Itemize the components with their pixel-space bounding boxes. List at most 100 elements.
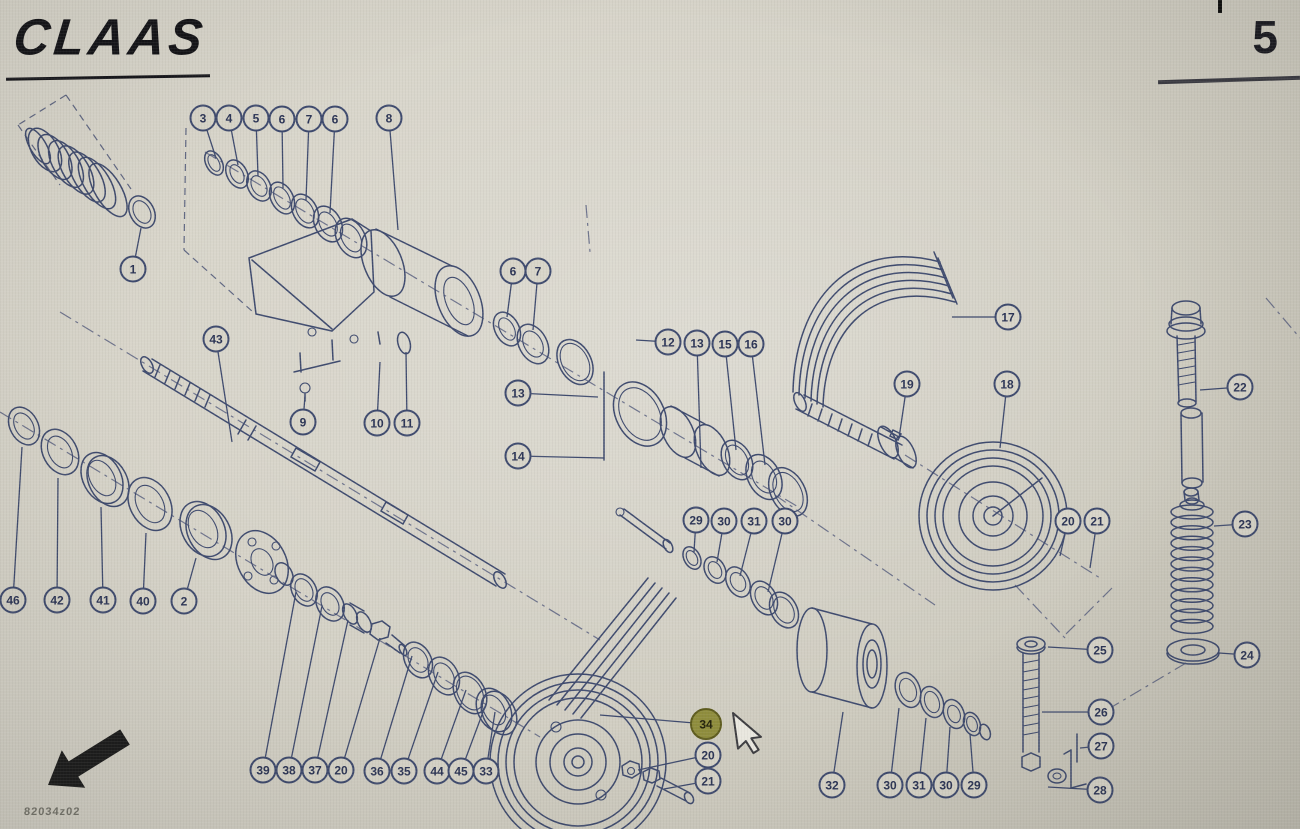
- callout-31[interactable]: 31: [739, 507, 768, 577]
- callout-22[interactable]: 22: [1199, 373, 1254, 401]
- callout-43[interactable]: 43: [202, 325, 233, 443]
- svg-text:7: 7: [306, 113, 313, 127]
- svg-text:14: 14: [511, 450, 525, 464]
- callout-30[interactable]: 30: [767, 507, 799, 593]
- callout-40[interactable]: 40: [129, 532, 157, 615]
- callout-33[interactable]: 33: [472, 711, 500, 785]
- svg-text:26: 26: [1094, 706, 1108, 720]
- callout-21[interactable]: 21: [1083, 507, 1111, 569]
- svg-text:29: 29: [967, 779, 981, 793]
- callout-35[interactable]: 35: [390, 671, 439, 785]
- svg-text:4: 4: [226, 112, 233, 126]
- svg-text:21: 21: [701, 775, 715, 789]
- callout-29[interactable]: 29: [682, 506, 710, 553]
- callout-20[interactable]: 20: [1054, 507, 1082, 557]
- callout-8[interactable]: 8: [375, 104, 403, 231]
- svg-text:9: 9: [300, 416, 307, 430]
- svg-text:3: 3: [200, 112, 207, 126]
- callout-17[interactable]: 17: [952, 303, 1022, 331]
- svg-text:1: 1: [130, 263, 137, 277]
- svg-text:30: 30: [883, 779, 897, 793]
- svg-text:7: 7: [535, 265, 542, 279]
- callout-27[interactable]: 27: [1079, 732, 1115, 760]
- callout-30[interactable]: 30: [710, 507, 738, 563]
- svg-text:6: 6: [332, 113, 339, 127]
- svg-text:46: 46: [6, 594, 20, 608]
- callout-6[interactable]: 6: [268, 105, 296, 189]
- callout-32[interactable]: 32: [818, 711, 846, 799]
- photo-edge-mark: [1218, 0, 1222, 13]
- callout-1[interactable]: 1: [119, 227, 147, 283]
- mouse-cursor-icon: [732, 712, 763, 755]
- callout-2[interactable]: 2: [170, 557, 198, 615]
- svg-text:42: 42: [50, 594, 64, 608]
- callout-46[interactable]: 46: [0, 446, 27, 614]
- svg-text:6: 6: [279, 113, 286, 127]
- svg-text:31: 31: [747, 515, 761, 529]
- callout-31[interactable]: 31: [905, 717, 933, 799]
- callout-14[interactable]: 14: [504, 442, 605, 470]
- callout-23[interactable]: 23: [1213, 510, 1259, 538]
- callout-7[interactable]: 7: [295, 105, 323, 201]
- callout-34[interactable]: 34: [599, 708, 722, 740]
- callout-5[interactable]: 5: [242, 104, 270, 177]
- callout-13[interactable]: 13: [683, 329, 711, 469]
- callout-19[interactable]: 19: [893, 370, 921, 439]
- svg-text:23: 23: [1238, 518, 1252, 532]
- svg-text:39: 39: [256, 764, 270, 778]
- callout-28[interactable]: 28: [1047, 776, 1114, 804]
- page-number: 5: [1252, 11, 1278, 63]
- callout-18[interactable]: 18: [993, 370, 1021, 449]
- svg-text:18: 18: [1000, 378, 1014, 392]
- callout-42[interactable]: 42: [43, 477, 71, 614]
- svg-text:44: 44: [430, 765, 444, 779]
- callout-6[interactable]: 6: [499, 257, 527, 318]
- callout-26[interactable]: 26: [1042, 698, 1115, 726]
- callout-25[interactable]: 25: [1047, 636, 1114, 664]
- callout-21[interactable]: 21: [663, 767, 722, 795]
- callout-15[interactable]: 15: [711, 330, 739, 451]
- svg-text:45: 45: [454, 765, 468, 779]
- svg-text:28: 28: [1093, 784, 1107, 798]
- callout-16[interactable]: 16: [737, 330, 766, 466]
- callout-29[interactable]: 29: [960, 733, 988, 799]
- callout-39[interactable]: 39: [249, 591, 297, 784]
- svg-text:17: 17: [1001, 311, 1015, 325]
- svg-text:32: 32: [825, 779, 839, 793]
- callout-20[interactable]: 20: [327, 637, 381, 784]
- callout-30[interactable]: 30: [876, 707, 904, 799]
- svg-text:30: 30: [778, 515, 792, 529]
- callout-12[interactable]: 12: [635, 328, 682, 356]
- svg-text:38: 38: [282, 764, 296, 778]
- svg-text:13: 13: [690, 337, 704, 351]
- callout-9[interactable]: 9: [289, 395, 317, 436]
- svg-text:43: 43: [209, 333, 223, 347]
- callout-13[interactable]: 13: [504, 379, 599, 407]
- callout-4[interactable]: 4: [215, 104, 243, 166]
- callout-24[interactable]: 24: [1218, 641, 1261, 669]
- svg-text:5: 5: [253, 112, 260, 126]
- svg-text:12: 12: [661, 336, 675, 350]
- callout-45[interactable]: 45: [447, 703, 487, 785]
- callout-30[interactable]: 30: [932, 726, 960, 799]
- claas-logo: CLAAS: [10, 8, 210, 66]
- svg-text:20: 20: [334, 764, 348, 778]
- svg-text:13: 13: [511, 387, 525, 401]
- svg-text:22: 22: [1233, 381, 1247, 395]
- callout-36[interactable]: 36: [363, 655, 413, 785]
- callout-38[interactable]: 38: [275, 605, 323, 784]
- svg-text:35: 35: [397, 765, 411, 779]
- callout-11[interactable]: 11: [393, 351, 421, 437]
- callout-41[interactable]: 41: [89, 506, 117, 614]
- callout-3[interactable]: 3: [189, 104, 217, 159]
- callout-44[interactable]: 44: [423, 689, 467, 785]
- svg-text:31: 31: [912, 779, 926, 793]
- svg-text:27: 27: [1094, 740, 1108, 754]
- callout-7[interactable]: 7: [524, 257, 552, 331]
- drawing-code: 82034z02: [23, 806, 81, 818]
- callout-10[interactable]: 10: [363, 361, 391, 437]
- callout-6[interactable]: 6: [321, 105, 349, 214]
- svg-text:37: 37: [308, 764, 322, 778]
